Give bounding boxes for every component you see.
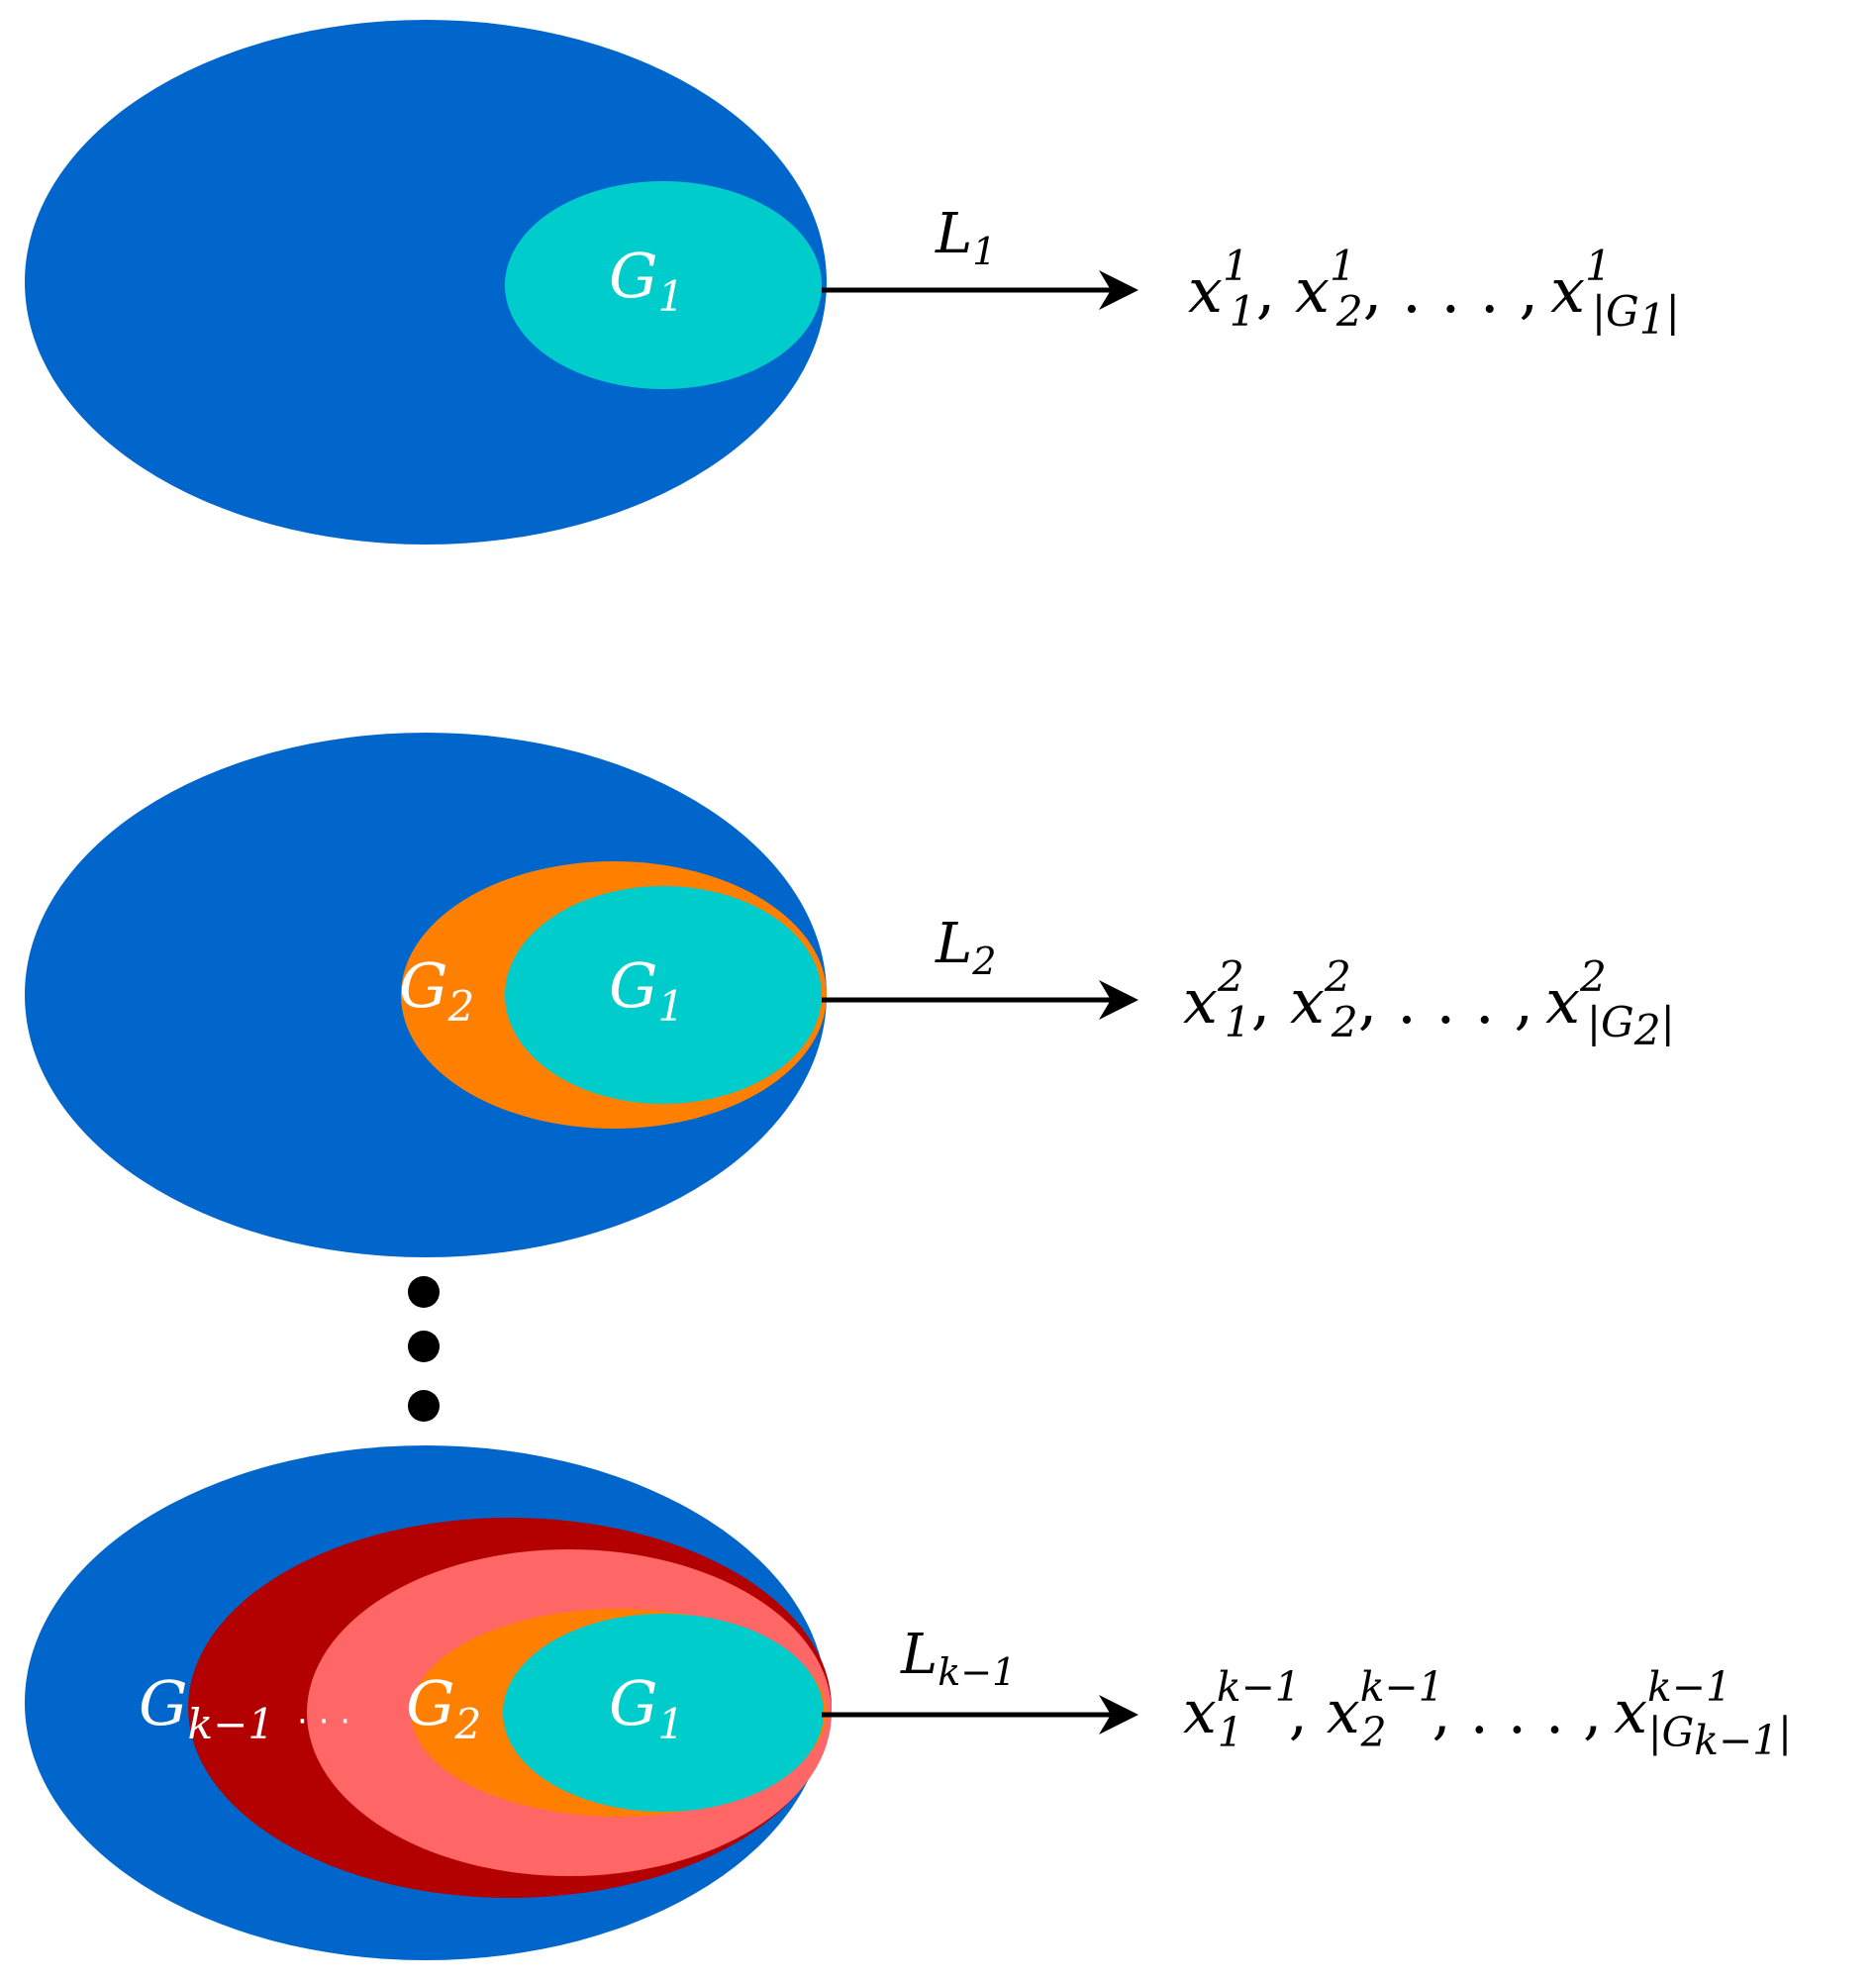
g2-label: G2 — [399, 949, 474, 1031]
g1-ellipse — [503, 1614, 824, 1812]
continuation-dot — [408, 1390, 440, 1422]
arrow-label-lk1: Lk−1 — [900, 1623, 1016, 1694]
continuation-dot — [408, 1331, 440, 1362]
g1-label: G1 — [609, 1667, 684, 1748]
g1-label: G1 — [609, 240, 684, 321]
arrow-head — [1099, 980, 1138, 1020]
g2-label: G2 — [406, 1667, 481, 1748]
between-dots: · · · — [297, 1702, 350, 1741]
continuation-dot — [408, 1276, 440, 1308]
g1-ellipse — [505, 886, 822, 1104]
vertical-ellipsis — [408, 1276, 440, 1422]
g1-ellipse — [505, 181, 822, 389]
arrow-label-l2: L2 — [935, 912, 996, 983]
arrow-head — [1099, 270, 1138, 310]
arrow-label-l1: L1 — [935, 202, 996, 273]
arrow-head — [1099, 1695, 1138, 1735]
outer-set-ellipse — [25, 20, 827, 545]
gk1-label: Gk−1 — [139, 1667, 274, 1748]
g1-label: G1 — [609, 949, 684, 1031]
